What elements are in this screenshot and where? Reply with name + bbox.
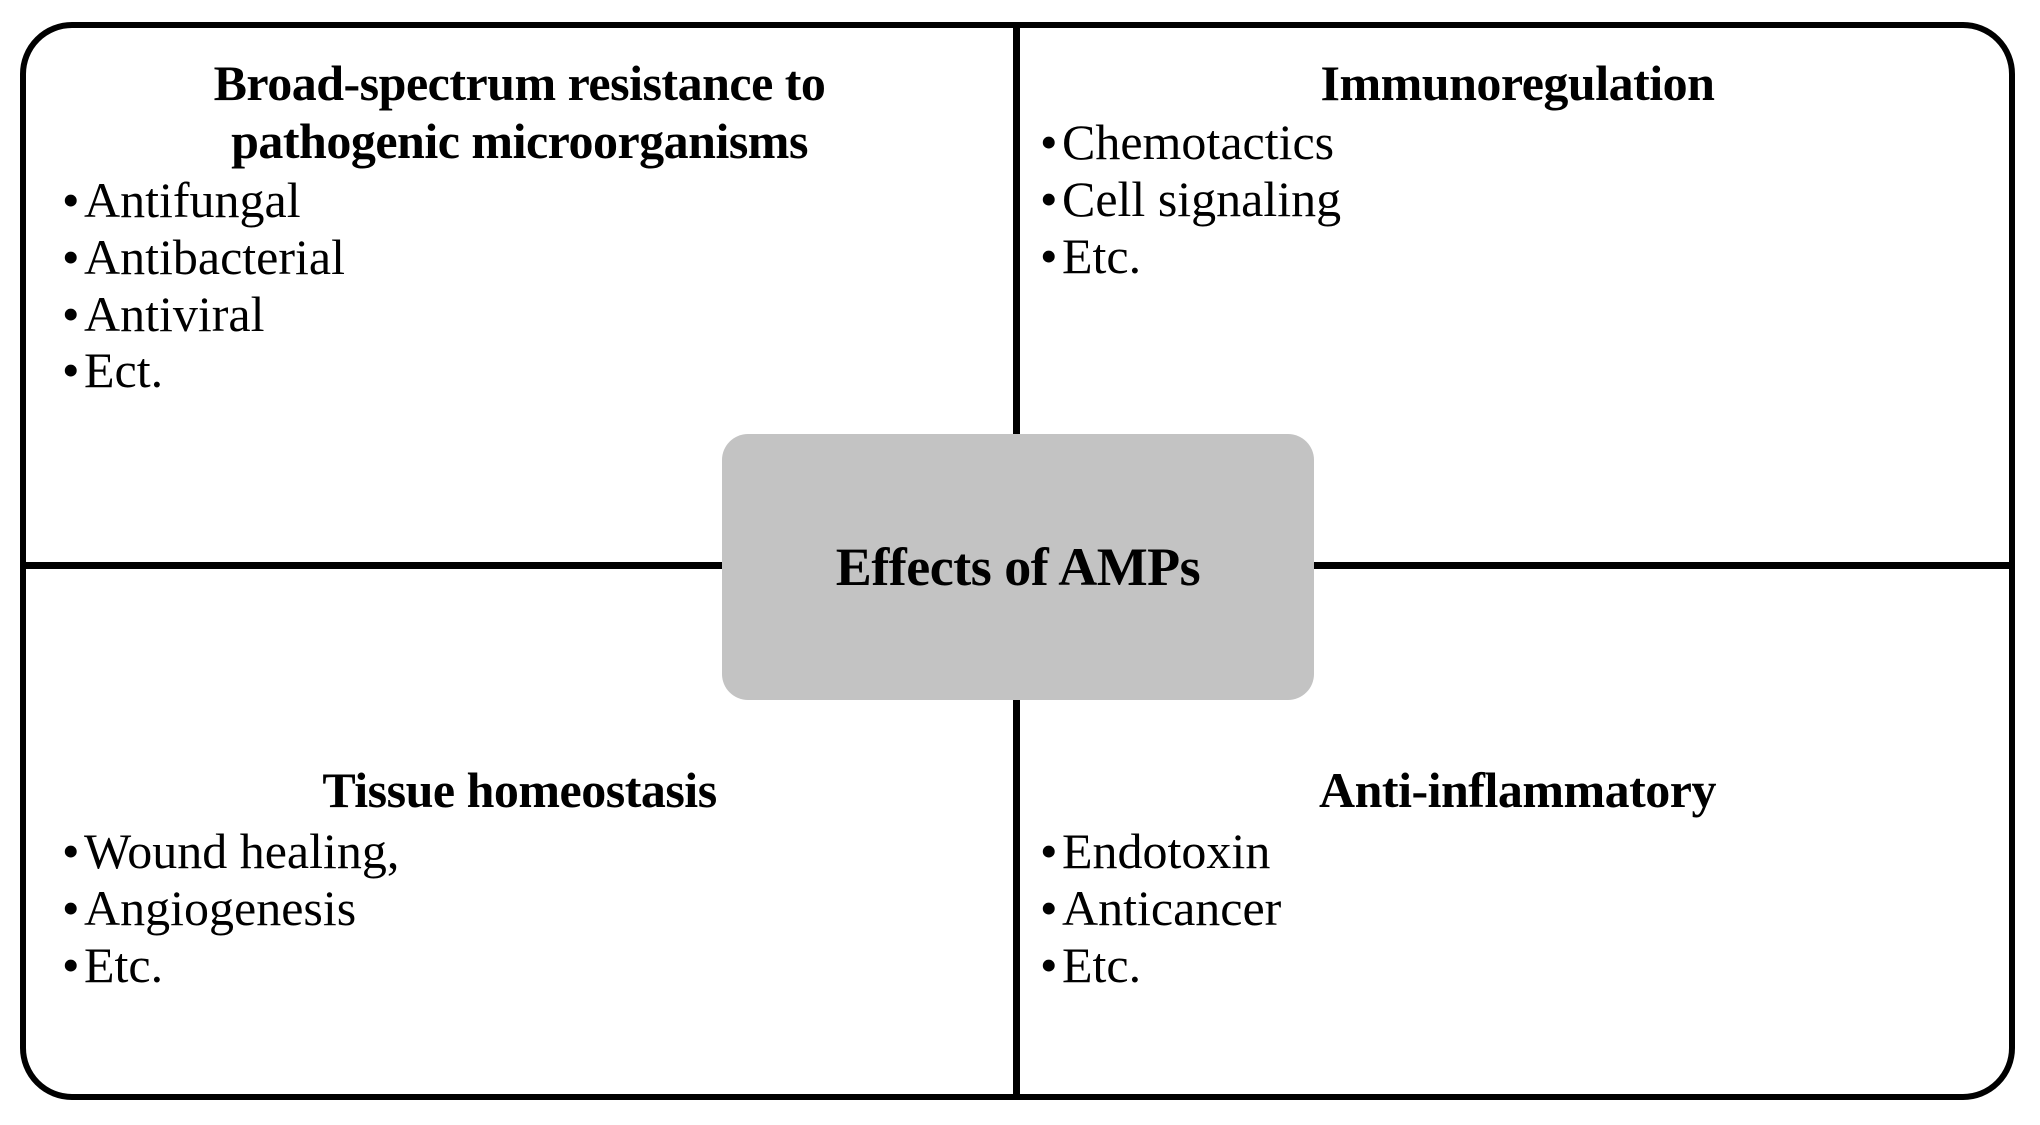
list-item-label: Chemotactics: [1062, 114, 1335, 170]
list-item: Angiogenesis: [62, 880, 1013, 937]
bullet-dot-icon: [62, 940, 84, 990]
bullet-list-top-left: Antifungal Antibacterial Antiviral Ect.: [62, 172, 1013, 399]
list-item: Etc.: [1040, 937, 2015, 994]
bullet-dot-icon: [1040, 883, 1062, 933]
list-item: Antifungal: [62, 172, 1013, 229]
list-item: Chemotactics: [1040, 114, 2015, 171]
list-item: Ect.: [62, 342, 1013, 399]
bullet-dot-icon: [62, 289, 84, 339]
center-node-label: Effects of AMPs: [835, 537, 1201, 597]
list-item-label: Etc.: [1062, 936, 1142, 993]
list-item: Antiviral: [62, 286, 1013, 343]
list-item: Endotoxin: [1040, 823, 2015, 880]
list-item-label: Wound healing,: [84, 823, 400, 879]
list-item: Cell signaling: [1040, 171, 2015, 228]
center-node-effects-of-amps: Effects of AMPs: [722, 434, 1314, 700]
quadrant-bottom-left: Tissue homeostasis Wound healing, Angiog…: [26, 569, 1013, 1100]
list-item: Antibacterial: [62, 229, 1013, 286]
bullet-dot-icon: [62, 345, 84, 395]
bullet-list-bottom-right: Endotoxin Anticancer Etc.: [1040, 823, 2015, 993]
list-item: Wound healing,: [62, 823, 1013, 880]
list-item: Anticancer: [1040, 880, 2015, 937]
list-item-label: Cell signaling: [1062, 170, 1342, 227]
quadrant-title-tissue-homeostasis: Tissue homeostasis: [322, 762, 717, 818]
list-item-label: Etc.: [84, 936, 164, 993]
list-item-label: Ect.: [84, 342, 164, 399]
list-item-label: Etc.: [1062, 227, 1142, 284]
list-item: Etc.: [1040, 228, 2015, 285]
bullet-dot-icon: [1040, 117, 1062, 167]
quadrant-top-left: Broad-spectrum resistance to pathogenic …: [26, 28, 1013, 562]
list-item-label: Antibacterial: [84, 228, 345, 285]
bullet-list-top-right: Chemotactics Cell signaling Etc.: [1040, 114, 2015, 284]
quadrant-title-anti-inflammatory: Anti-inflammatory: [1319, 762, 1717, 818]
quadrant-bottom-right: Anti-inflammatory Endotoxin Anticancer E…: [1020, 569, 2015, 1100]
bullet-dot-icon: [1040, 174, 1062, 224]
list-item: Etc.: [62, 937, 1013, 994]
list-item-label: Angiogenesis: [84, 879, 357, 936]
bullet-dot-icon: [1040, 231, 1062, 281]
bullet-list-bottom-left: Wound healing, Angiogenesis Etc.: [62, 823, 1013, 993]
list-item-label: Antifungal: [84, 172, 301, 228]
bullet-dot-icon: [62, 826, 84, 876]
quadrant-title-broad-spectrum-resistance: Broad-spectrum resistance to pathogenic …: [213, 55, 826, 169]
bullet-dot-icon: [62, 883, 84, 933]
bullet-dot-icon: [62, 232, 84, 282]
quadrant-top-right: Immunoregulation Chemotactics Cell signa…: [1020, 28, 2015, 562]
bullet-dot-icon: [1040, 826, 1062, 876]
list-item-label: Anticancer: [1062, 879, 1282, 936]
list-item-label: Endotoxin: [1062, 823, 1271, 879]
bullet-dot-icon: [1040, 940, 1062, 990]
quadrant-title-immunoregulation: Immunoregulation: [1320, 55, 1715, 111]
bullet-dot-icon: [62, 175, 84, 225]
list-item-label: Antiviral: [84, 285, 265, 342]
